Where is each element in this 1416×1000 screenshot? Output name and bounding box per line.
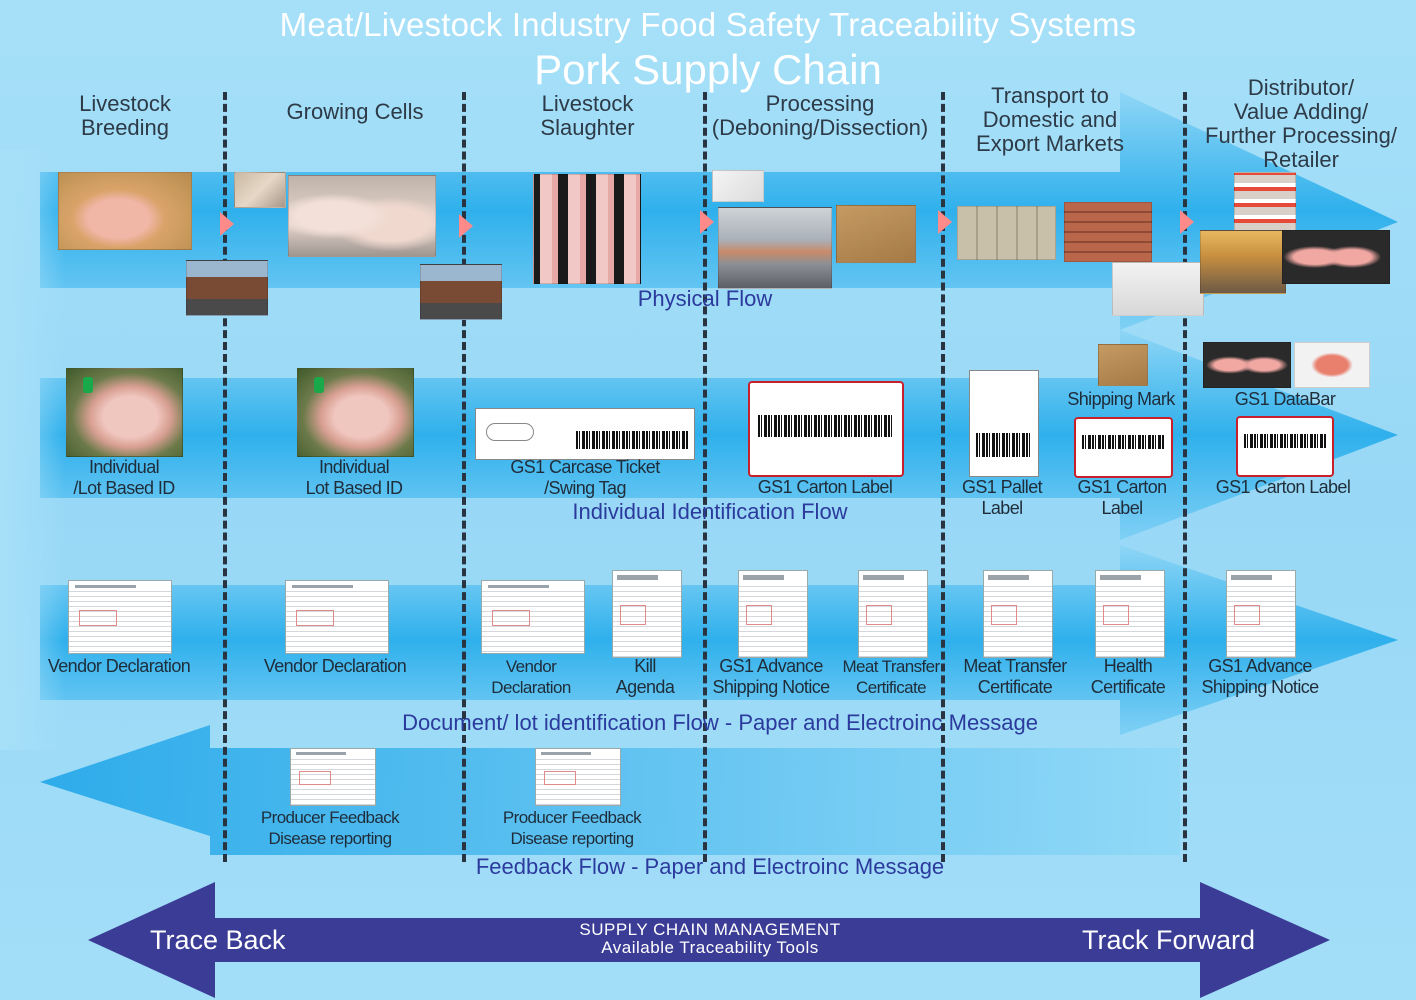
- breeding-sow-photo: [58, 172, 192, 250]
- vendor-declaration-label: Vendor Declaration: [491, 657, 571, 697]
- pig-eartag-photo: [297, 368, 414, 457]
- shipping-mark-photo: [1098, 344, 1148, 386]
- carton-box-photo: [712, 170, 764, 202]
- livestock-truck-photo: [186, 260, 268, 316]
- producer-feedback-doc: [535, 748, 621, 806]
- stage-arrow: [220, 212, 234, 236]
- databar-pack-photo: [1294, 342, 1370, 388]
- physical-flow-label: Physical Flow: [637, 286, 773, 311]
- stage-arrow: [459, 214, 473, 238]
- stage-arrow: [700, 210, 714, 234]
- shipping-container-photo: [1112, 262, 1204, 316]
- kill-agenda-label: Kill Agenda: [615, 656, 675, 697]
- growing-pigs-photo: [288, 175, 436, 257]
- individual-lot-id-label: Individual /Lot Based ID: [73, 457, 175, 498]
- stage-processing: Processing (Deboning/Dissection): [711, 91, 929, 140]
- stage-arrow: [938, 210, 952, 234]
- stage-divider: [703, 92, 707, 862]
- databar-label: GS1 DataBar: [1234, 389, 1336, 409]
- meat-transfer-label: Meat Transfer Certificate: [842, 657, 940, 697]
- supply-chain-arrow: [88, 882, 1330, 998]
- container-load-photo: [1064, 202, 1152, 262]
- carcasses-photo: [533, 174, 641, 284]
- vendor-declaration-label: Vendor Declaration: [47, 656, 191, 676]
- individual-lot-id-label: Individual Lot Based ID: [305, 457, 403, 498]
- livestock-truck-photo: [420, 264, 502, 320]
- meat-transfer-certificate-doc: [858, 570, 928, 658]
- stage-divider: [462, 92, 466, 862]
- deboning-line-photo: [718, 207, 832, 289]
- stage-breeding: Livestock Breeding: [79, 91, 171, 140]
- carton-label-text: GS1 Carton Label: [757, 477, 893, 497]
- databar-pack-photo: [1203, 342, 1291, 388]
- advance-shipping-notice-doc: [738, 570, 808, 658]
- vendor-declaration-doc: [68, 580, 172, 654]
- stage-divider: [223, 92, 227, 862]
- page-title: Meat/Livestock Industry Food Safety Trac…: [279, 6, 1137, 43]
- meat-transfer-label: Meat Transfer Certificate: [963, 656, 1067, 697]
- advance-shipping-notice-doc: [1226, 570, 1296, 658]
- carcase-ticket-image: [475, 408, 695, 460]
- producer-feedback-doc: [290, 748, 376, 806]
- asn-label: GS1 Advance Shipping Notice: [712, 656, 830, 697]
- piglet-photo: [234, 172, 286, 208]
- supermarket-aisle-photo: [1200, 230, 1286, 294]
- vendor-declaration-doc: [481, 580, 585, 654]
- pig-eartag-photo: [66, 368, 183, 457]
- shipping-mark-label: Shipping Mark: [1067, 389, 1175, 409]
- carcase-ticket-label: GS1 Carcase Ticket /Swing Tag: [510, 457, 660, 498]
- traceability-tools-label: Available Traceability Tools: [601, 938, 819, 957]
- page-subtitle: Pork Supply Chain: [534, 46, 882, 93]
- stage-slaughter: Livestock Slaughter: [540, 91, 635, 140]
- carton-label-image: [748, 381, 904, 477]
- asn-label: GS1 Advance Shipping Notice: [1201, 656, 1319, 697]
- health-certificate-label: Health Certificate: [1090, 656, 1166, 697]
- carton-label-image: [1074, 417, 1173, 478]
- carton-photo: [836, 205, 916, 263]
- health-certificate-doc: [1095, 570, 1165, 658]
- identification-flow-label: Individual Identification Flow: [572, 499, 848, 524]
- stage-arrow: [1180, 210, 1194, 234]
- carton-label-text: GS1 Carton Label: [1077, 477, 1167, 518]
- stage-retailer: Distributor/ Value Adding/ Further Proce…: [1205, 75, 1397, 172]
- producer-feedback-label: Producer Feedback Disease reporting: [502, 808, 642, 848]
- document-flow-label: Document/ lot identification Flow - Pape…: [402, 710, 1038, 735]
- carton-label-text: GS1 Carton Label: [1215, 477, 1351, 497]
- stage-growing: Growing Cells: [286, 99, 424, 124]
- producer-feedback-label: Producer Feedback Disease reporting: [260, 808, 400, 848]
- carton-label-image: [1236, 416, 1334, 477]
- vendor-declaration-label: Vendor Declaration: [263, 656, 407, 676]
- vendor-declaration-doc: [285, 580, 389, 654]
- pallet-cartons-photo: [957, 206, 1056, 260]
- supply-chain-management-label: SUPPLY CHAIN MANAGEMENT: [579, 920, 841, 939]
- meat-transfer-certificate-doc: [983, 570, 1053, 658]
- stage-divider: [1183, 92, 1187, 862]
- stage-divider: [941, 92, 945, 862]
- packaged-pork-photo: [1282, 230, 1390, 284]
- feedback-flow-label: Feedback Flow - Paper and Electroinc Mes…: [475, 854, 945, 879]
- pallet-label-image: [969, 370, 1039, 477]
- kill-agenda-doc: [612, 570, 682, 658]
- trace-back-label: Trace Back: [150, 925, 286, 955]
- stage-transport: Transport to Domestic and Export Markets: [976, 83, 1124, 156]
- pallet-label-text: GS1 Pallet Label: [961, 477, 1043, 518]
- supermarket-shelf-photo: [1234, 172, 1296, 232]
- track-forward-label: Track Forward: [1082, 925, 1256, 955]
